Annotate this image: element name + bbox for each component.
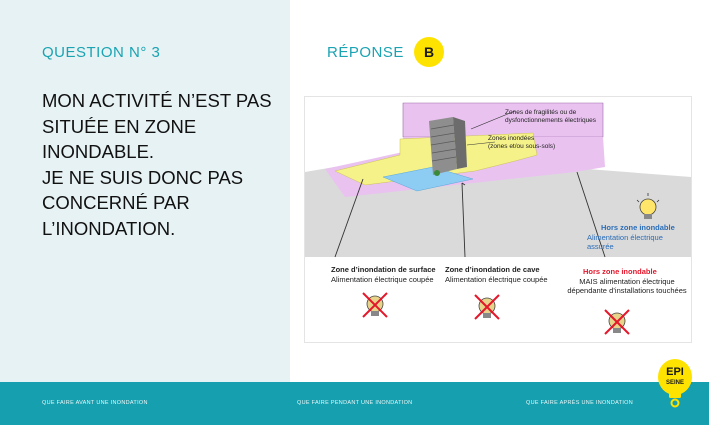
footer-link-during[interactable]: QUE FAIRE PENDANT UNE INONDATION bbox=[297, 400, 413, 406]
off-bulb-icon bbox=[362, 292, 388, 318]
cellar-zone bbox=[382, 166, 474, 192]
cellar-zone-text: Alimentation électrique coupée bbox=[445, 275, 548, 284]
footer-link-after[interactable]: QUE FAIRE APRÈS UNE INONDATION bbox=[526, 400, 633, 406]
outside-zone-text: Alimentation électrique assurée bbox=[587, 233, 663, 251]
building-icon bbox=[429, 117, 467, 176]
surface-zone-text: Alimentation électrique coupée bbox=[331, 275, 434, 284]
outside-zone-title: Hors zone inondable bbox=[601, 223, 675, 232]
pointer-outside bbox=[576, 171, 606, 258]
pointer-surface bbox=[334, 178, 364, 258]
logo-text-line2: SEINE bbox=[666, 380, 684, 386]
question-statement: MON ACTIVITÉ N’EST PAS SITUÉE EN ZONE IN… bbox=[42, 90, 272, 239]
footer-link-before[interactable]: QUE FAIRE AVANT UNE INONDATION bbox=[42, 400, 148, 406]
answer-badge: B bbox=[414, 37, 444, 67]
answer-label: RÉPONSE bbox=[327, 44, 404, 61]
question-label: QUESTION N° 3 bbox=[42, 44, 161, 61]
logo-text-line1: EPI bbox=[666, 366, 684, 378]
off-bulb-icon bbox=[604, 309, 630, 335]
lit-bulb-icon bbox=[636, 193, 660, 219]
outside-zone2-text: MAIS alimentation électrique dépendante … bbox=[567, 277, 687, 295]
flood-zone-diagram: Zones de fragilités ou de dysfonctionnem… bbox=[304, 96, 692, 343]
diagram-illustration bbox=[305, 102, 691, 335]
pointer-cellar bbox=[461, 182, 466, 258]
fragility-zone-label: Zones de fragilités ou de dysfonctionnem… bbox=[505, 109, 597, 124]
question-panel bbox=[0, 0, 290, 382]
surface-zone-title: Zone d’inondation de surface bbox=[331, 265, 436, 274]
off-bulb-icon bbox=[474, 294, 500, 320]
outside-zone2-title: Hors zone inondable bbox=[583, 267, 657, 276]
cellar-zone-title: Zone d’inondation de cave bbox=[445, 265, 540, 274]
epi-seine-logo: EPI SEINE bbox=[658, 359, 692, 408]
footer-bar bbox=[0, 382, 709, 425]
flood-zone-label: Zones inondées (zones et/ou sous-sols) bbox=[488, 135, 556, 150]
